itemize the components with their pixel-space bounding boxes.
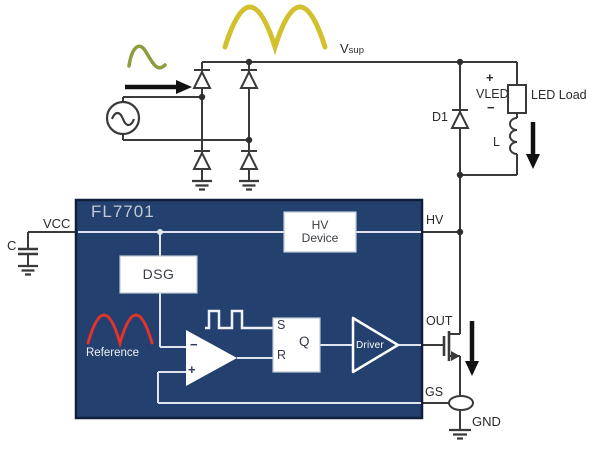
current-sense-symbol — [448, 395, 474, 411]
comparator-plus-label: + — [188, 362, 196, 377]
latch-s-label: S — [277, 318, 286, 332]
led-voltage-label: VLED — [476, 87, 509, 101]
out-pin-label: OUT — [426, 314, 453, 328]
dsg-block-label: DSG — [142, 265, 175, 282]
comparator-symbol — [186, 330, 237, 386]
switch-current-arrow — [465, 321, 479, 376]
reference-label: Reference — [86, 347, 140, 359]
latch-r-label: R — [277, 348, 287, 362]
freewheeling-diode-label: D1 — [432, 110, 448, 124]
reference-waveform-icon — [86, 313, 154, 349]
vcc-pin-label: VCC — [43, 216, 71, 231]
sr-latch-block — [272, 317, 321, 373]
input-current-arrow — [125, 80, 192, 94]
dsg-block — [119, 255, 198, 294]
ic-body — [74, 198, 424, 420]
inductor-label: L — [493, 135, 500, 149]
led-plus-label: + — [486, 70, 494, 85]
pwm-pulse-icon — [205, 309, 273, 330]
latch-q-label: Q — [299, 334, 310, 349]
junction-dots — [198, 58, 464, 236]
bridge-rectifier — [192, 69, 259, 170]
freewheeling-diode-symbol — [450, 109, 470, 129]
led-current-arrow — [526, 122, 540, 169]
gnd-net-label: GND — [472, 414, 501, 429]
ic-part-number: FL7701 — [91, 202, 155, 221]
hv-pin-label: HV — [426, 213, 444, 227]
hv-device-block-label: HV Device — [301, 217, 339, 245]
mains-sine-waveform-icon — [127, 44, 167, 70]
comparator-minus-label: − — [190, 337, 198, 352]
input-capacitor-label: C — [7, 238, 17, 253]
hv-device-block — [283, 211, 357, 253]
driver-block-label: Driver — [356, 340, 384, 351]
led-load-symbol — [507, 84, 527, 114]
led-minus-label: − — [487, 100, 495, 115]
internal-junction-dot — [157, 229, 163, 235]
ground-symbols — [18, 179, 471, 440]
input-capacitor-symbol — [18, 247, 38, 256]
gs-pin-label: GS — [425, 385, 444, 399]
rectified-waveform-icon — [222, 4, 328, 56]
led-load-label: LED Load — [531, 88, 587, 102]
inductor-symbol — [509, 117, 518, 155]
mosfet-symbol — [442, 331, 460, 361]
driver-symbol — [351, 316, 400, 374]
ac-source-symbol — [105, 100, 141, 136]
wires-internal — [78, 231, 421, 404]
